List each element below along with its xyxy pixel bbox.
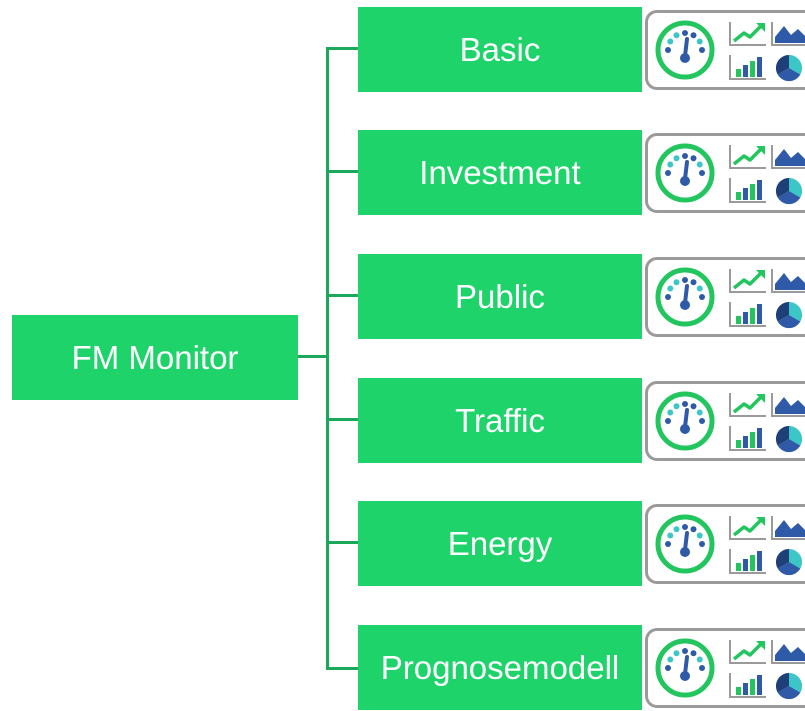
icon-tray-energy xyxy=(645,504,805,584)
area-chart-icon xyxy=(771,145,805,169)
pie-chart-icon xyxy=(775,54,803,82)
connector-public xyxy=(326,294,358,297)
icon-tray-investment xyxy=(645,133,805,213)
pie-chart-icon xyxy=(775,301,803,329)
bar-chart-icon xyxy=(729,178,766,203)
icon-set xyxy=(655,143,805,205)
node-public: Public xyxy=(358,254,642,339)
icon-set xyxy=(655,514,805,576)
icon-tray-prognosemodell xyxy=(645,628,805,708)
gauge-icon xyxy=(655,143,715,203)
gauge-icon xyxy=(655,267,715,327)
gauge-icon xyxy=(655,638,715,698)
pie-chart-icon xyxy=(775,177,803,205)
connector-spine xyxy=(326,47,329,670)
icon-set xyxy=(655,20,805,82)
gauge-icon xyxy=(655,514,715,574)
bar-chart-icon xyxy=(729,549,766,574)
bar-chart-icon xyxy=(729,55,766,80)
node-prognosemodell: Prognosemodell xyxy=(358,625,642,710)
connector-root xyxy=(298,355,328,358)
pie-chart-icon xyxy=(775,548,803,576)
pie-chart-icon xyxy=(775,425,803,453)
line-chart-icon xyxy=(729,269,766,293)
gauge-icon xyxy=(655,391,715,451)
root-node: FM Monitor xyxy=(12,315,298,400)
line-chart-icon xyxy=(729,640,766,664)
gauge-icon xyxy=(655,20,715,80)
connector-prognosemodell xyxy=(326,667,358,670)
bar-chart-icon xyxy=(729,302,766,327)
connector-basic xyxy=(326,47,358,50)
connector-investment xyxy=(326,170,358,173)
node-energy: Energy xyxy=(358,501,642,586)
line-chart-icon xyxy=(729,145,766,169)
bar-chart-icon xyxy=(729,673,766,698)
connector-energy xyxy=(326,541,358,544)
line-chart-icon xyxy=(729,22,766,46)
icon-set xyxy=(655,638,805,700)
area-chart-icon xyxy=(771,393,805,417)
icon-set xyxy=(655,267,805,329)
connector-traffic xyxy=(326,418,358,421)
area-chart-icon xyxy=(771,640,805,664)
node-basic: Basic xyxy=(358,7,642,92)
node-traffic: Traffic xyxy=(358,378,642,463)
line-chart-icon xyxy=(729,393,766,417)
area-chart-icon xyxy=(771,22,805,46)
icon-set xyxy=(655,391,805,453)
pie-chart-icon xyxy=(775,672,803,700)
area-chart-icon xyxy=(771,269,805,293)
node-investment: Investment xyxy=(358,130,642,215)
line-chart-icon xyxy=(729,516,766,540)
icon-tray-public xyxy=(645,257,805,337)
icon-tray-traffic xyxy=(645,381,805,461)
icon-tray-basic xyxy=(645,10,805,90)
area-chart-icon xyxy=(771,516,805,540)
bar-chart-icon xyxy=(729,426,766,451)
